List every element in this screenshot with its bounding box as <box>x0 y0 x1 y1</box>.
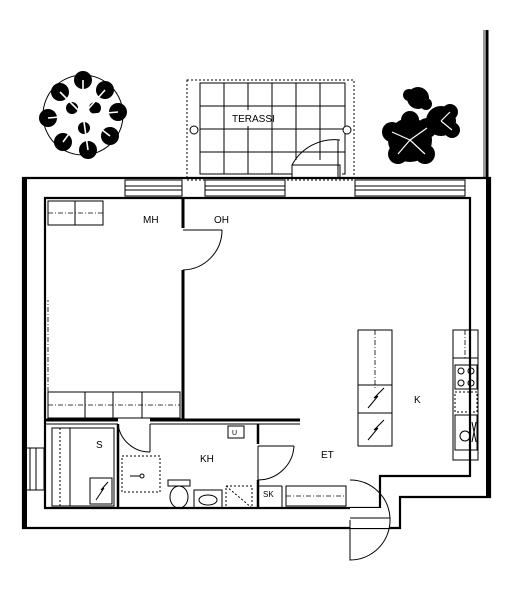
door-bedroom-icon <box>182 229 223 271</box>
terrace <box>186 79 355 181</box>
room-label-living: OH <box>214 215 229 226</box>
room-label-sauna: S <box>96 440 103 451</box>
room-label-bathroom: KH <box>200 454 214 465</box>
door-entrance-icon <box>349 479 391 561</box>
tree-right-icon <box>382 104 460 164</box>
interior-walls <box>45 198 300 508</box>
room-label-hall: ET <box>321 450 334 461</box>
door-bathroom-icon <box>117 423 151 453</box>
exterior-walls <box>21 176 492 530</box>
room-label-closet: SK <box>263 490 274 499</box>
hall-wardrobe <box>285 485 347 507</box>
sauna-benches <box>51 427 115 507</box>
room-label-kitchen: K <box>414 395 421 406</box>
bathroom-fixtures <box>121 425 253 509</box>
tree-left-icon <box>39 71 127 159</box>
tree-right-small-icon <box>403 87 432 110</box>
kitchen-island <box>357 329 393 447</box>
room-label-utility: U <box>232 430 237 437</box>
room-label-bedroom: MH <box>143 215 159 226</box>
kitchen-counter <box>452 329 479 461</box>
room-label-terrace: TERASSI <box>232 114 275 125</box>
door-hall-icon <box>257 445 295 481</box>
bedroom-furniture <box>47 200 181 419</box>
